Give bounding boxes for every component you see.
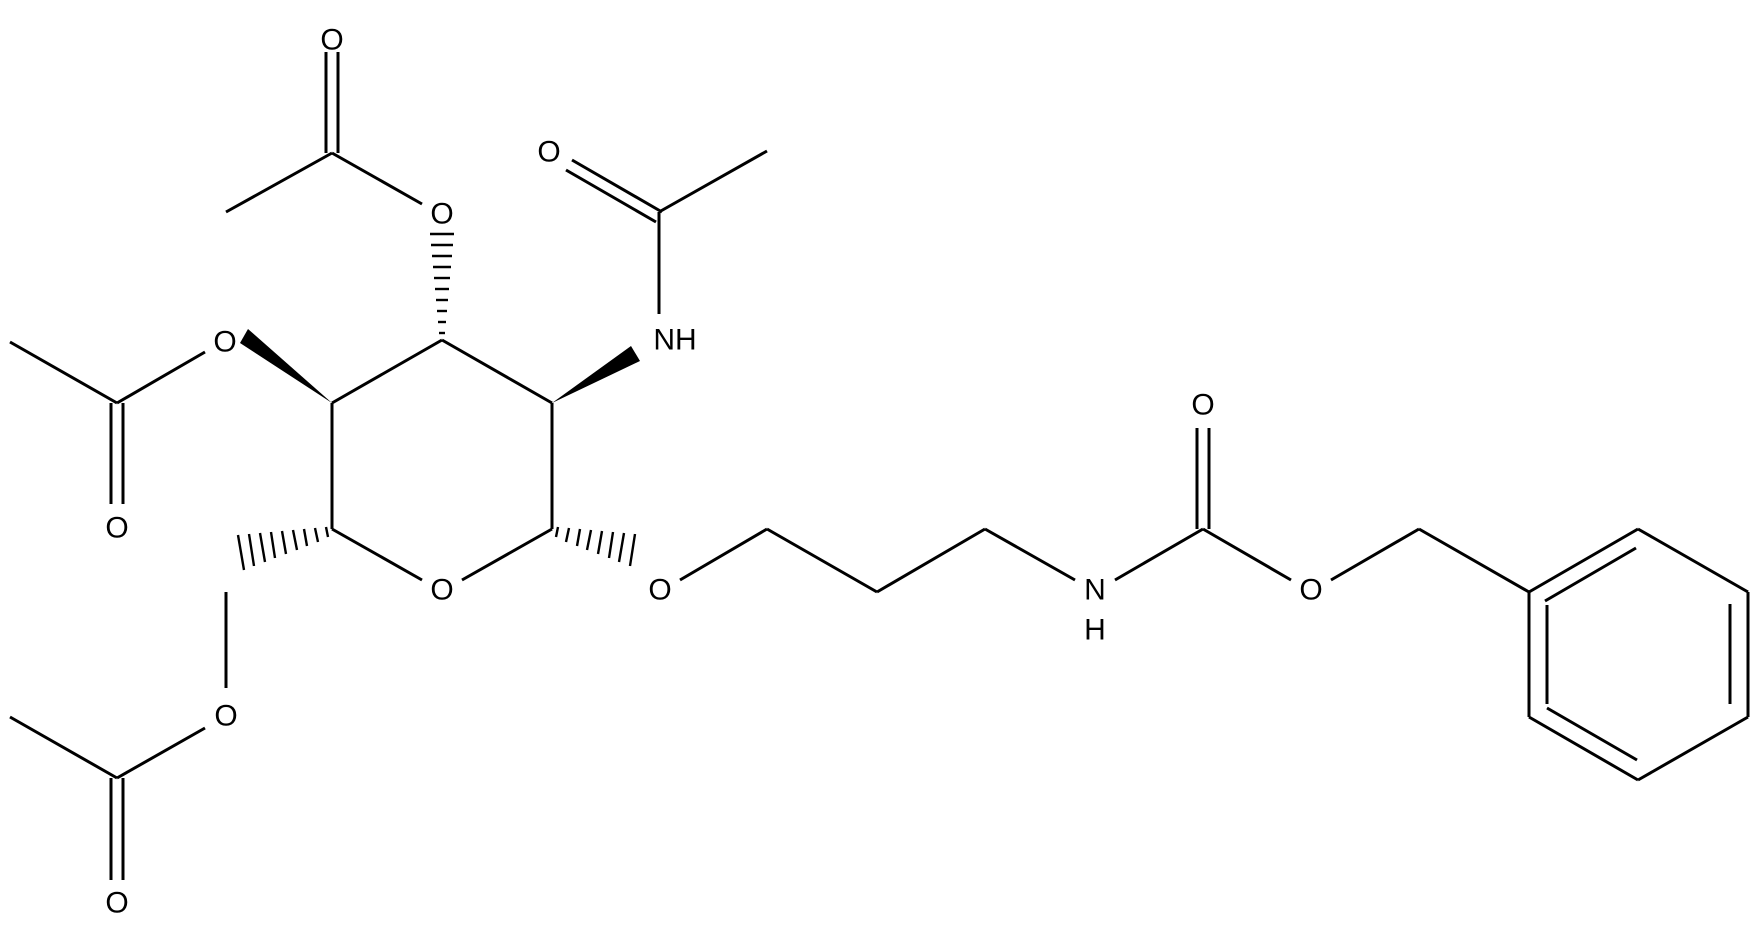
wedge-c2-n [552, 346, 640, 403]
atom-o-ring: O [430, 574, 453, 607]
wedge-bonds [240, 329, 640, 403]
hash-bonds [236, 232, 637, 571]
bond-ac3-carbonyl-ester-o [331, 151, 423, 206]
bond-amide-c-eq-o-b [565, 168, 657, 224]
atom-h-carbamate: H [1084, 614, 1106, 647]
hash-c3-o3 [430, 232, 454, 335]
bond-benzene-5-6 [1528, 715, 1639, 782]
single-bonds [9, 149, 1750, 782]
atom-n-amide: NH [653, 324, 696, 357]
bond-n-carbamate-c [1114, 527, 1204, 582]
bond-benzene-4-5-outer [1637, 715, 1749, 782]
bond-ring-c5-o [331, 527, 423, 582]
bond-ch2-ch2-2 [876, 527, 986, 594]
atom-labels: O O O NH O O O O N H O O O O [105, 24, 1322, 920]
bond-ring-c3-c4 [331, 338, 443, 405]
atom-o-amide-carbonyl: O [537, 136, 560, 169]
double-bonds [109, 52, 1749, 880]
atom-o-ac6-carbonyl: O [105, 887, 128, 920]
bond-o-benzyl-ch2 [1330, 527, 1420, 582]
bond-benzene-1-2-inner [1544, 546, 1637, 603]
bond-ch2-ch2-1 [766, 527, 878, 594]
atom-o-glycosidic: O [648, 574, 671, 607]
atom-o-ac4-carbonyl: O [105, 512, 128, 545]
atom-n-carbamate: N [1084, 574, 1106, 607]
bond-amide-methyl [658, 149, 768, 214]
atom-o-carbamate-ester: O [1299, 574, 1322, 607]
bond-ac6-ester-o-carbonyl [116, 726, 206, 780]
bond-benzene-5-6-inner [1546, 706, 1638, 762]
bond-glyco-o-ch2 [679, 527, 768, 582]
hash-c1-o1 [554, 526, 637, 567]
bond-benzene-2-3-outer [1637, 527, 1749, 594]
bond-ac3-methyl [225, 151, 333, 214]
bond-ac4-carbonyl-ester-o [116, 350, 206, 405]
bond-benzyl-ch2-ring [1418, 527, 1530, 594]
bond-benzene-1-2 [1528, 527, 1639, 594]
bond-ac6-methyl [9, 715, 118, 780]
atom-o-ac4-ester: O [213, 326, 236, 359]
hash-c5-c6 [236, 526, 330, 571]
bond-ring-c3-c2 [441, 338, 553, 405]
bond-ac4-methyl [9, 340, 118, 405]
bond-ch2-n [984, 527, 1076, 582]
atom-o-ac3-ester: O [430, 198, 453, 231]
atom-o-ac3-carbonyl: O [320, 24, 343, 57]
wedge-c4-o4 [240, 329, 332, 403]
bond-carbamate-c-o [1202, 527, 1292, 582]
atom-o-ac6-ester: O [214, 700, 237, 733]
bond-amide-c-eq-o-a [571, 158, 663, 214]
bond-ring-o-c1 [461, 527, 553, 582]
atom-o-carbamate-carbonyl: O [1191, 389, 1214, 422]
